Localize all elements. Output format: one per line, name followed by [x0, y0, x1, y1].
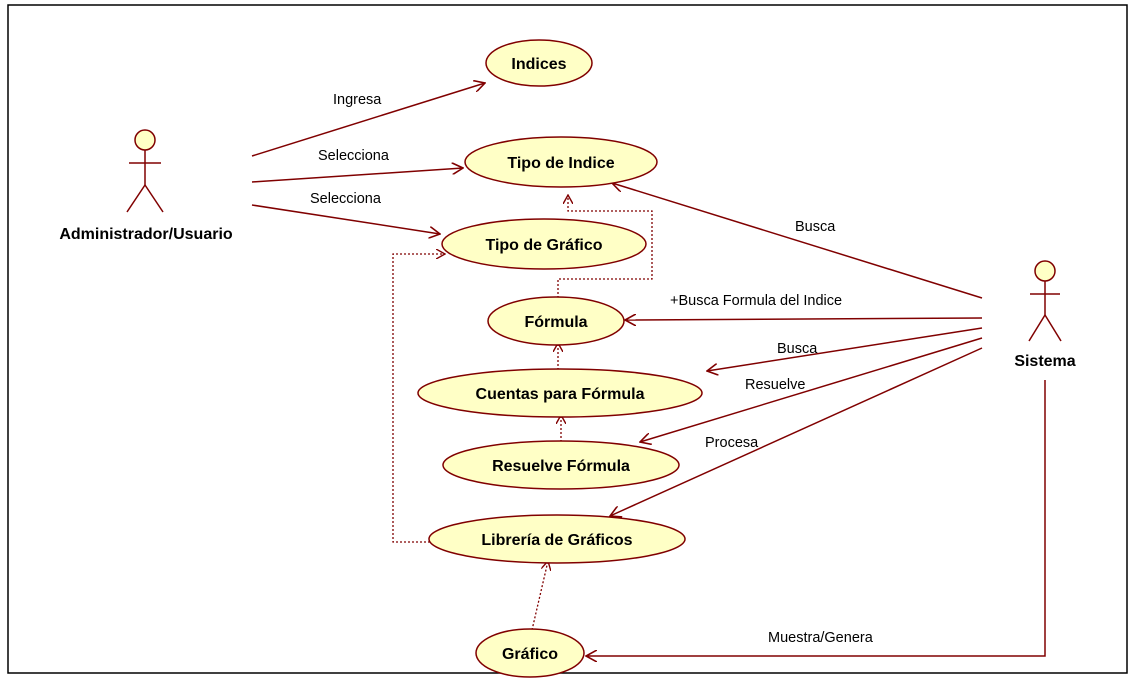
edge-busca-cuentas-line — [707, 327, 983, 371]
edge-label-busca-tipo-indice: Busca — [795, 219, 836, 235]
usecase-resuelve-label: Resuelve Fórmula — [492, 458, 630, 475]
dep-grafico-libreria — [531, 561, 548, 631]
usecase-formula[interactable]: Fórmula — [487, 296, 625, 346]
edge-label-selecciona-tipo-grafico: Selecciona — [310, 191, 382, 207]
usecase-cuentas-label: Cuentas para Fórmula — [476, 386, 645, 403]
usecase-tipo-grafico[interactable]: Tipo de Gráfico — [441, 218, 647, 270]
edge-muestra-line — [586, 380, 1046, 656]
usecase-resuelve-shape — [442, 440, 680, 490]
edge-busca-tipo-indice-line — [612, 183, 983, 299]
edge-procesa-line — [610, 347, 983, 516]
usecase-grafico-shape — [475, 628, 585, 678]
usecase-libreria-shape — [428, 514, 686, 564]
actor-admin[interactable]: Administrador/Usuario — [59, 129, 233, 243]
usecase-resuelve[interactable]: Resuelve Fórmula — [442, 440, 680, 490]
usecase-grafico[interactable]: Gráfico — [475, 628, 585, 678]
usecase-tipo-indice-shape — [464, 136, 658, 188]
usecase-cuentas-shape — [417, 368, 703, 418]
actor-sistema-icon — [1028, 260, 1062, 342]
usecase-formula-label: Fórmula — [524, 314, 587, 331]
usecase-tipo-grafico-shape — [441, 218, 647, 270]
diagram-frame — [7, 4, 1128, 674]
edge-label-muestra: Muestra/Genera — [768, 630, 874, 646]
actor-admin-icon — [126, 129, 164, 213]
edge-label-resuelve: Resuelve — [745, 377, 805, 393]
edge-selecciona-tipo-grafico-line — [251, 204, 440, 234]
edge-label-ingresa: Ingresa — [333, 92, 382, 108]
dep-libreria-tipo-grafico — [392, 254, 445, 543]
edge-selecciona-tipo-indice-line — [251, 168, 463, 183]
actor-sistema[interactable]: Sistema — [1014, 260, 1076, 370]
usecase-tipo-grafico-label: Tipo de Gráfico — [485, 237, 602, 254]
actor-sistema-label: Sistema — [1014, 353, 1075, 370]
usecase-indices-shape — [485, 39, 593, 87]
usecase-libreria-label: Librería de Gráficos — [481, 532, 632, 549]
edge-ingresa-line — [251, 83, 485, 157]
usecase-tipo-indice[interactable]: Tipo de Indice — [464, 136, 658, 188]
usecase-libreria[interactable]: Librería de Gráficos — [428, 514, 686, 564]
edge-label-procesa: Procesa — [705, 435, 759, 451]
usecase-indices-label: Indices — [511, 56, 566, 73]
edge-label-busca-cuentas: Busca — [777, 341, 818, 357]
usecase-formula-shape — [487, 296, 625, 346]
edge-resuelve-line — [640, 337, 983, 442]
edge-label-busca-formula: +Busca Formula del Indice — [670, 293, 842, 309]
usecase-cuentas[interactable]: Cuentas para Fórmula — [417, 368, 703, 418]
edge-label-selecciona-tipo-indice: Selecciona — [318, 148, 390, 164]
usecase-tipo-indice-label: Tipo de Indice — [507, 155, 614, 172]
actor-admin-label: Administrador/Usuario — [59, 226, 233, 243]
usecase-grafico-label: Gráfico — [502, 646, 558, 663]
usecase-indices[interactable]: Indices — [485, 39, 593, 87]
edge-busca-formula-line — [625, 318, 983, 320]
